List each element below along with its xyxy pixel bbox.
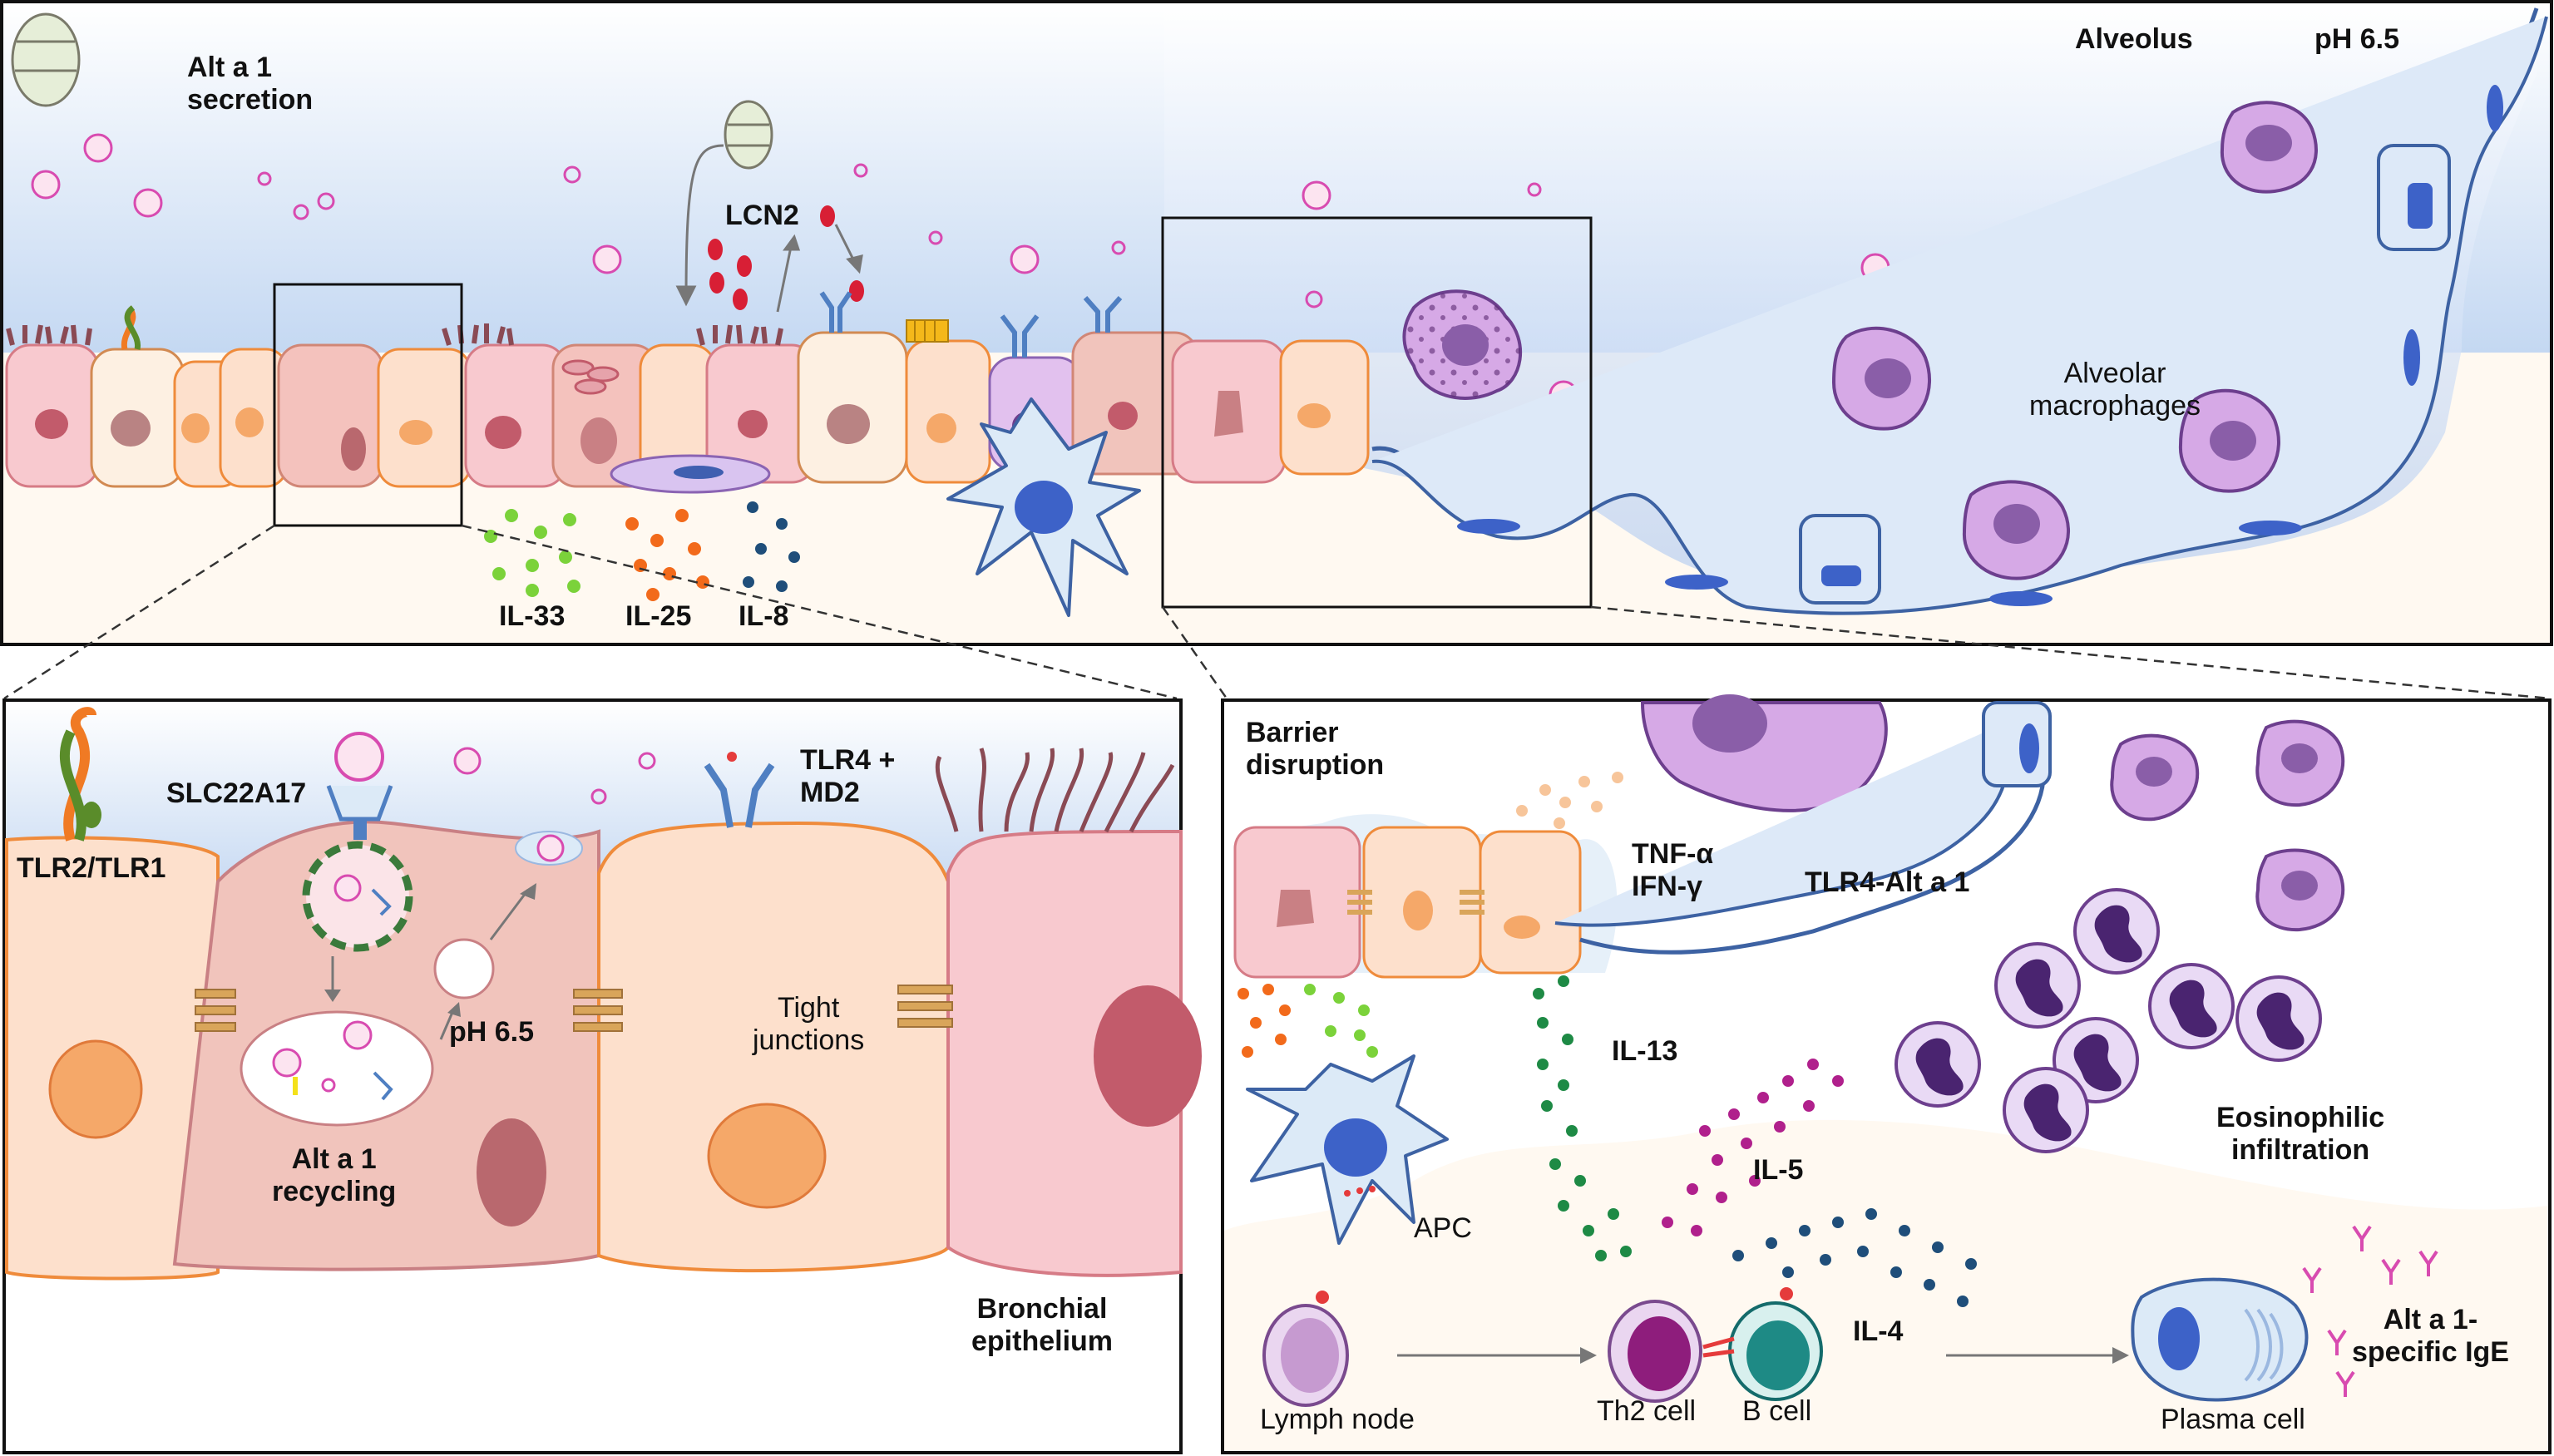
il13-label: IL-13 [1612,1035,1678,1067]
lymph-node-cell [1262,1291,1349,1407]
zoom-connectors [3,524,2551,700]
tlr2-tlr1-receptor-icon [59,707,101,842]
b-cell-label: B cell [1742,1395,1812,1427]
il5-label: IL-5 [1753,1154,1804,1186]
alveolar-macrophage [1640,694,1888,812]
tlr4-md2-label: TLR4 + MD2 [800,744,896,809]
bronchial-epithelium-label: Bronchial epithelium [971,1293,1114,1358]
plasma-cell [2131,1277,2309,1402]
vesicle-ph-label: pH 6.5 [449,1016,535,1048]
tlr4-alt-a1-label: TLR4-Alt a 1 [1805,866,1970,898]
top-panel [0,0,2553,646]
bottom-right-panel [1221,694,2552,1454]
il33-dots-apc [1304,984,1378,1058]
lcn2-label: LCN2 [725,200,799,231]
tight-junction-icon [906,319,949,343]
tight-junctions-label: Tight junctions [753,992,865,1057]
ige-antibodies [2302,1225,2438,1397]
il8-label: IL-8 [739,600,789,632]
alveolar-macrophages [1402,101,2318,580]
apc-label: APC [1414,1212,1472,1244]
tnf-ifn-label: TNF-α IFN-γ [1632,838,1714,903]
il33-label: IL-33 [499,600,566,632]
spore-icon [11,12,81,107]
b-cell [1728,1287,1823,1401]
macrophages-right [2110,719,2345,932]
type-ii-cell [1982,701,2052,787]
il4-dots [1732,1208,1977,1307]
il4-label: IL-4 [1853,1315,1904,1347]
tlr4-md2-receptor-icon [819,291,1123,358]
apc-cell [1246,1054,1449,1245]
dendritic-cell [946,397,1141,617]
il33-dots [484,509,580,597]
tlr4-md2-receptor-icon [704,752,775,828]
recycling-arrows [331,889,530,1040]
zoom-box-bronchial [273,283,463,527]
alt-a1-secretion-label: Alt a 1 secretion [187,52,314,116]
il25-dots [625,509,709,601]
lcn2-molecules [708,205,864,310]
th2-cell-label: Th2 cell [1597,1395,1697,1427]
th2-cell [1608,1300,1702,1403]
alt-a1-fragments [257,163,1542,308]
alt-a1-specific-ige-label: Alt a 1- specific IgE [2352,1304,2509,1369]
tlr2-tlr1-receptor-icon [121,305,141,350]
eosinophilic-infiltration-label: Eosinophilic infiltration [2216,1102,2385,1167]
lcn2-arrows [675,144,863,313]
alveolus-ph-label: pH 6.5 [2314,23,2400,55]
lymph-node-label: Lymph node [1260,1404,1415,1435]
spore-icon [724,100,773,170]
tlr2-tlr1-label: TLR2/TLR1 [17,852,166,884]
endosome-vesicle [302,841,413,952]
il5-dots [1662,1059,1844,1236]
zoom-box-alveolar [1161,216,1593,609]
alt-a1-recycling-label: Alt a 1 recycling [272,1143,397,1208]
bottom-left-panel [2,698,1202,1454]
alveolar-macrophages-label: Alveolar macrophages [2029,358,2201,422]
tnf-ifn-dots [1516,772,1623,829]
tight-junctions [195,985,953,1032]
disrupted-epithelium [1233,814,1618,979]
slc22a17-label: SLC22A17 [166,777,307,809]
acidic-vesicle [433,938,495,999]
il8-dots [743,501,800,592]
alveolus-label: Alveolus [2075,23,2193,55]
slc22a17-receptor-icon [326,732,393,840]
il13-dots [1533,975,1632,1261]
recycling-vesicle [240,1010,434,1127]
barrier-disruption-label: Barrier disruption [1246,717,1385,782]
plasma-cell-label: Plasma cell [2161,1404,2305,1435]
il25-label: IL-25 [625,600,692,632]
il25-dots-apc [1237,984,1291,1058]
